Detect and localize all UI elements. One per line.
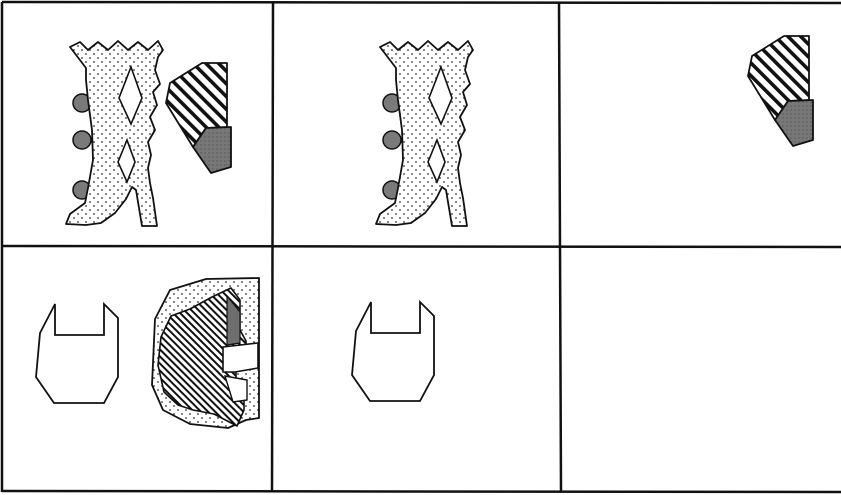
bracket-outline-figure-2 <box>352 302 434 401</box>
boot-figure-plain <box>376 41 473 226</box>
cell-r1c3 <box>748 36 813 146</box>
cell-r2c3-empty <box>563 249 839 489</box>
cell-r2c2 <box>352 302 434 401</box>
cell-r1c1 <box>66 41 231 226</box>
boot-cuff-figure <box>166 63 231 173</box>
bracket-outline-figure <box>36 304 118 403</box>
shaded-bracket-figure <box>152 278 259 428</box>
cell-r1c2 <box>376 41 473 226</box>
cell-r2c1 <box>36 278 259 428</box>
boot-figure <box>66 41 163 226</box>
boot-cuff-only <box>748 36 813 146</box>
